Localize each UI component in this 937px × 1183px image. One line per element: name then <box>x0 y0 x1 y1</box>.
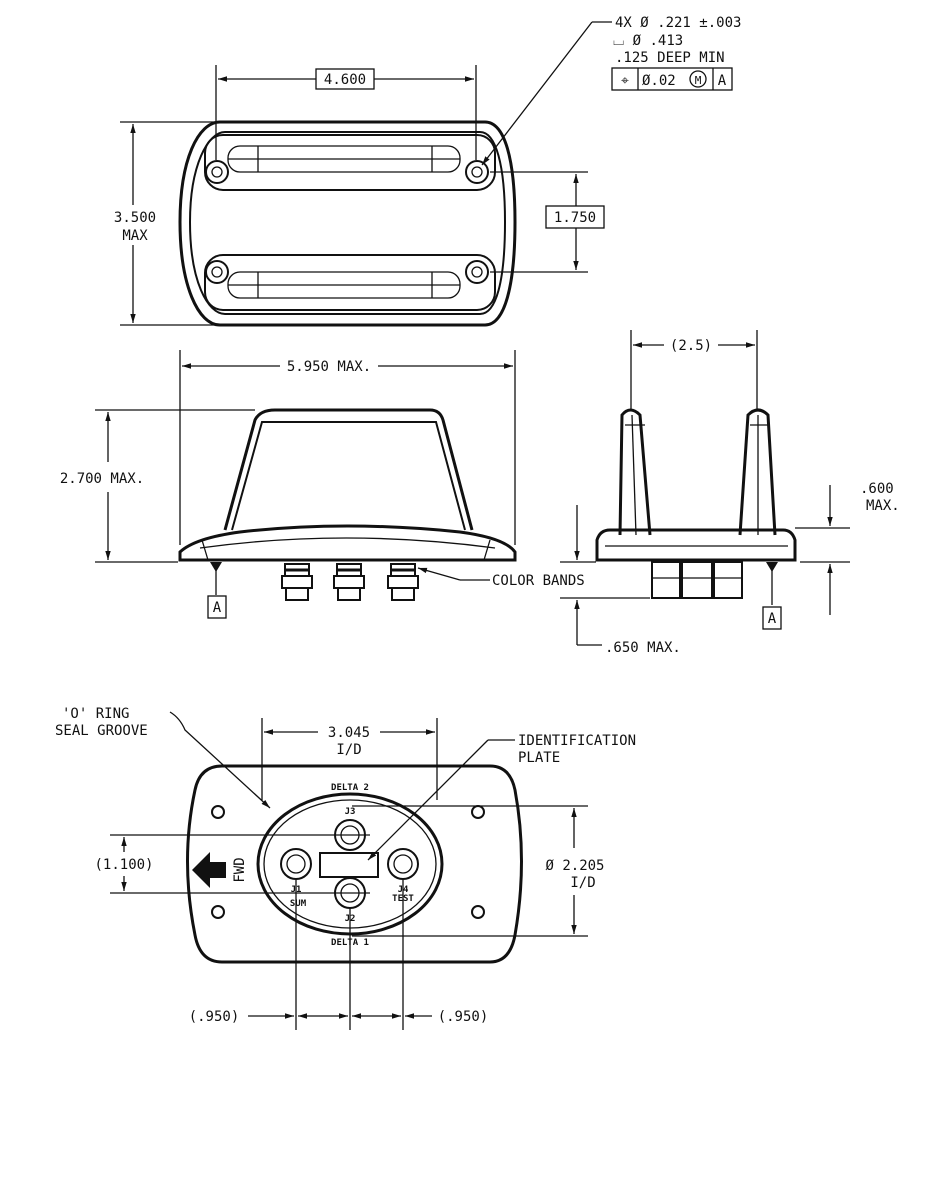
id-height-dim-unit: I/D <box>570 875 595 891</box>
mount-hole <box>212 806 224 818</box>
oring-note-line2: SEAL GROOVE <box>55 723 148 739</box>
side-datum: A <box>213 600 222 616</box>
mount-hole <box>206 261 228 283</box>
hole-callout-line2: ⌴ Ø .413 <box>613 33 683 49</box>
end-view: (2.5) .600 MAX. .650 MAX. A <box>560 330 900 656</box>
bottom-view: DELTA 2 DELTA 1 J3 J1 SUM J2 J4 TEST FWD… <box>55 706 636 1030</box>
color-bands-note: COLOR BANDS <box>492 573 585 589</box>
fcf-tolerance: Ø.02 <box>642 73 676 89</box>
end-spacing-dim: (2.5) <box>670 338 712 354</box>
label-j3: J3 <box>345 807 356 817</box>
fcf-datum: A <box>718 73 727 89</box>
top-height-dim: 3.500 <box>114 210 156 226</box>
fcf-symbol: ⌖ <box>621 73 629 89</box>
connector-j1 <box>281 849 311 879</box>
side-width-dim: 5.950 MAX. <box>287 359 371 375</box>
id-plate-note-line1: IDENTIFICATION <box>518 733 636 749</box>
id-width-dim: 3.045 <box>328 725 370 741</box>
connector <box>682 562 712 598</box>
hole-callout-line1: 4X Ø .221 ±.003 <box>615 15 741 31</box>
id-width-dim-unit: I/D <box>336 742 361 758</box>
mount-hole <box>466 161 488 183</box>
top-height-dim-max: MAX <box>122 228 148 244</box>
offset-dim: (1.100) <box>94 857 153 873</box>
top-width-dim: 4.600 <box>324 72 366 88</box>
spacing-left-dim: (.950) <box>189 1009 240 1025</box>
mount-hole <box>466 261 488 283</box>
fwd-arrow-icon <box>192 852 226 888</box>
side-view-housing <box>225 410 472 530</box>
identification-plate <box>320 853 378 877</box>
end-datum: A <box>768 611 777 627</box>
flange-dim-max: MAX. <box>866 498 900 514</box>
spacing-right-dim: (.950) <box>438 1009 489 1025</box>
mount-hole <box>206 161 228 183</box>
connector-dim: .650 MAX. <box>605 640 681 656</box>
feature-control-frame: ⌖ Ø.02 M A <box>612 68 732 90</box>
mount-hole <box>472 906 484 918</box>
connector <box>652 562 680 598</box>
connector <box>334 564 364 600</box>
connector-j4 <box>388 849 418 879</box>
fcf-modifier: M <box>695 74 702 87</box>
connector <box>388 564 418 600</box>
connector <box>714 562 742 598</box>
id-plate-note-line2: PLATE <box>518 750 560 766</box>
id-height-dim: Ø 2.205 <box>545 858 604 874</box>
label-sum: SUM <box>290 899 307 909</box>
top-view-outline <box>180 122 515 325</box>
mount-hole <box>212 906 224 918</box>
mount-hole <box>472 806 484 818</box>
hole-spacing-dim: 1.750 <box>554 210 596 226</box>
side-height-dim: 2.700 MAX. <box>60 471 144 487</box>
fwd-label: FWD <box>232 857 248 882</box>
connector <box>282 564 312 600</box>
flange-dim: .600 <box>860 481 894 497</box>
side-view: 5.950 MAX. 2.700 MAX. A COLOR BANDS <box>60 350 585 618</box>
hole-callout-line3: .125 DEEP MIN <box>615 50 725 66</box>
oring-note-line1: 'O' RING <box>62 706 129 722</box>
label-delta2: DELTA 2 <box>331 783 369 793</box>
top-view: 4.600 3.500 MAX 1.750 4X Ø .221 ±.003 ⌴ … <box>114 15 742 325</box>
